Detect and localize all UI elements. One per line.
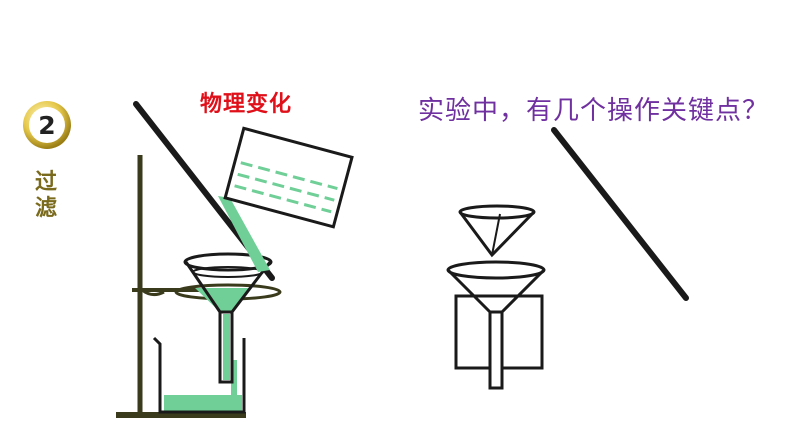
- filter-paper-cone: [458, 204, 536, 258]
- right-glass-rod: [551, 127, 689, 301]
- filter-funnel: [183, 252, 273, 384]
- pouring-beaker: [223, 126, 354, 229]
- section-title: 过 滤: [28, 170, 64, 222]
- section-title-char-1: 过: [34, 170, 57, 195]
- liquid-stream: [218, 196, 270, 272]
- question-text: 实验中，有几个操作关键点？: [418, 96, 770, 126]
- section-number: 2: [38, 110, 56, 140]
- empty-funnel-beaker: [446, 260, 546, 390]
- disassembled-parts: [446, 127, 689, 390]
- section-number-badge: [23, 101, 71, 149]
- physical-change-label: 物理变化: [200, 92, 293, 117]
- beaker: [152, 336, 246, 414]
- ring-stand: [116, 155, 282, 418]
- section-title-char-2: 滤: [34, 196, 57, 221]
- filtration-apparatus: [116, 101, 354, 418]
